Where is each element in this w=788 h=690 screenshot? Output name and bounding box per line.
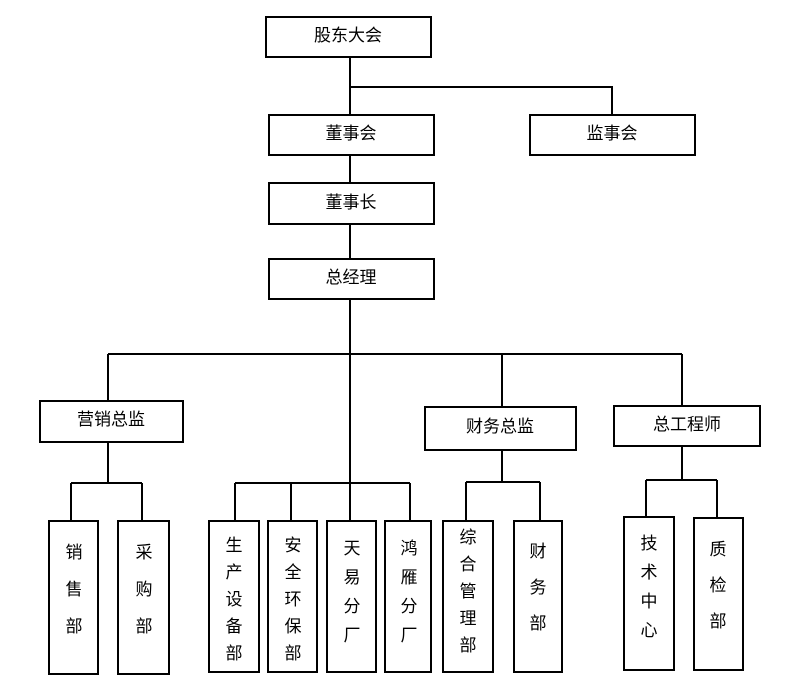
node-label: 董事会 [326,124,377,144]
node-sales-director: 营销总监 [39,400,184,443]
node-tech-center: 技术中心 [623,516,675,671]
node-hongyan-branch: 鸿雁分厂 [384,520,432,673]
node-label: 安全环保部 [285,536,302,664]
node-label: 鸿雁分厂 [401,539,418,646]
node-tianyi-branch: 天易分厂 [326,520,377,673]
node-label: 营销总监 [77,410,145,430]
node-safety-dept: 安全环保部 [267,520,318,673]
node-label: 财务总监 [466,417,534,437]
node-label: 董事长 [326,193,377,213]
node-purchase-dept: 采购部 [117,520,170,675]
node-finance-director: 财务总监 [424,406,577,451]
node-label: 总经理 [326,268,377,288]
connector [350,86,613,115]
node-chief-engineer: 总工程师 [613,405,761,447]
node-label: 技术中心 [641,534,658,641]
node-label: 综合管理部 [460,528,477,656]
node-supervisors: 监事会 [529,114,696,156]
node-shareholders: 股东大会 [265,16,432,58]
node-admin-dept: 综合管理部 [442,520,494,673]
node-production-dept: 生产设备部 [208,520,260,673]
node-finance-dept: 财务部 [513,520,563,673]
node-sales-dept: 销售部 [48,520,99,675]
node-label: 股东大会 [314,26,382,46]
node-label: 采购部 [136,543,153,637]
node-qc-dept: 质检部 [693,517,744,671]
node-label: 销售部 [66,543,83,637]
node-label: 天易分厂 [344,539,361,646]
node-label: 财务部 [530,542,547,634]
node-label: 质检部 [710,540,727,632]
node-label: 监事会 [587,124,638,144]
node-chairman: 董事长 [268,182,435,225]
connectors [70,57,718,521]
node-general-manager: 总经理 [268,258,435,300]
node-label: 生产设备部 [226,536,243,664]
node-board: 董事会 [268,114,435,156]
node-label: 总工程师 [653,415,721,435]
